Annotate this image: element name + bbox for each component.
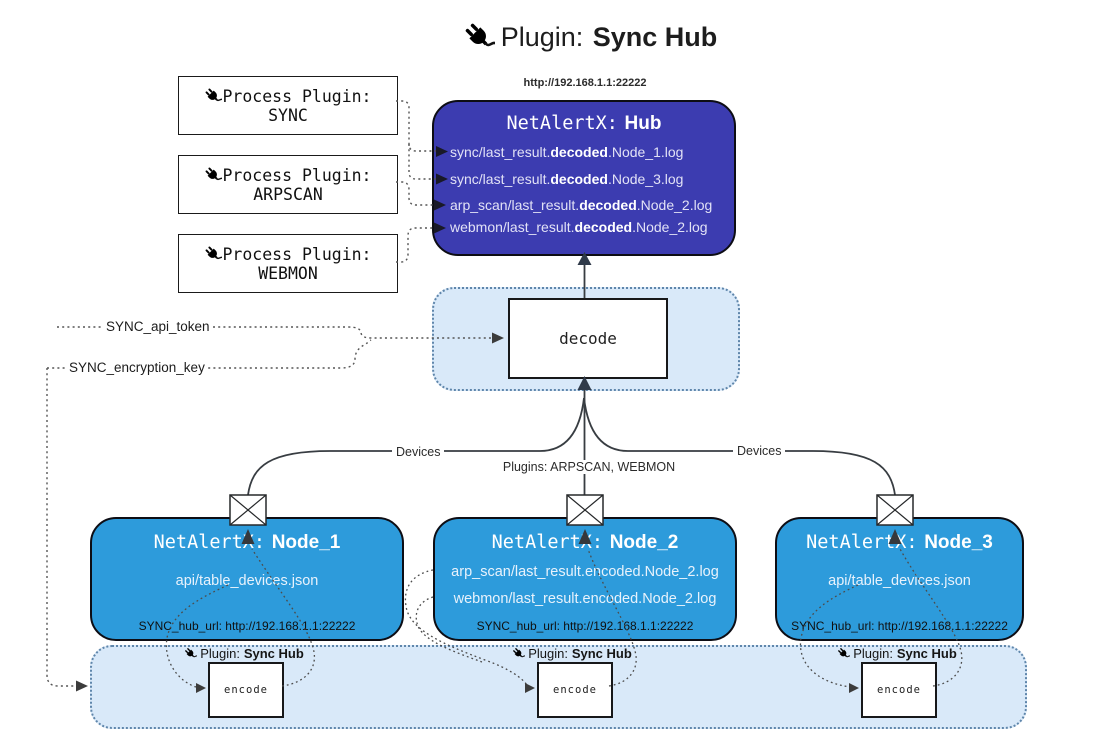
node-hub-url: SYNC_hub_url: http://192.168.1.1:22222	[476, 619, 694, 633]
devices-label-left: Devices	[392, 445, 445, 459]
node-title: NetAlertX:Node_1	[153, 532, 341, 553]
plugins-label-center: Plugins: ARPSCAN, WEBMON	[494, 460, 684, 474]
node-3-box: NetAlertX:Node_3 api/table_devices.json …	[775, 517, 1024, 641]
process-plugin-label: Process Plugin:	[222, 86, 372, 106]
node-file-line: arp_scan/last_result.encoded.Node_2.log	[451, 564, 719, 580]
process-plugin-label: Process Plugin:	[222, 244, 372, 264]
plug-icon	[204, 87, 222, 105]
title-prefix: Plugin:	[500, 21, 584, 52]
hub-title-mono: NetAlertX:	[506, 113, 618, 134]
process-plugin-sync: Process Plugin: SYNC	[178, 76, 398, 135]
node-hub-url: SYNC_hub_url: http://192.168.1.1:22222	[138, 619, 356, 633]
plug-icon	[512, 647, 525, 660]
hub-log-line: webmon/last_result.decoded.Node_2.log	[450, 219, 708, 235]
hub-title-bold: Hub	[624, 113, 662, 134]
hub-box: NetAlertX: Hub sync/last_result.decoded.N…	[432, 100, 736, 256]
edge-arpscan-to-hub	[396, 181, 434, 206]
encode-box-1: encode	[208, 662, 284, 718]
encode-box-3: encode	[861, 662, 937, 718]
process-plugin-webmon: Process Plugin: WEBMON	[178, 234, 398, 293]
plug-icon	[204, 245, 222, 263]
process-plugin-arpscan: Process Plugin: ARPSCAN	[178, 155, 398, 214]
arrow-into-strip	[76, 680, 88, 692]
node-1-box: NetAlertX:Node_1 api/table_devices.json …	[90, 517, 404, 641]
title-name: Sync Hub	[592, 21, 718, 52]
hub-log-line: arp_scan/last_result.decoded.Node_2.log	[450, 197, 713, 213]
page-title: Plugin: Sync Hub	[360, 14, 820, 60]
node-title: NetAlertX:Node_2	[491, 532, 679, 553]
process-plugin-name: SYNC	[268, 105, 308, 125]
node-hub-url: SYNC_hub_url: http://192.168.1.1:22222	[791, 619, 1008, 633]
hub-title: NetAlertX: Hub	[434, 113, 734, 135]
encode-box-2: encode	[537, 662, 613, 718]
devices-label-right: Devices	[733, 444, 786, 458]
plug-icon	[837, 647, 850, 660]
encoder-label-1: Plugin:Sync Hub	[154, 646, 334, 661]
decode-box: decode	[508, 298, 668, 379]
hub-url: http://192.168.1.1:22222	[523, 77, 647, 89]
node-file-line: webmon/last_result.encoded.Node_2.log	[453, 591, 717, 607]
edge-webmon-to-hub	[396, 227, 434, 263]
plug-icon	[184, 647, 197, 660]
plug-icon	[463, 21, 495, 53]
sync-api-token-label: SYNC_api_token	[103, 319, 213, 334]
hub-log-line: sync/last_result.decoded.Node_3.log	[450, 171, 684, 187]
hub-log-line: sync/last_result.decoded.Node_1.log	[450, 144, 684, 160]
process-plugin-label: Process Plugin:	[222, 165, 372, 185]
node-file-line: api/table_devices.json	[175, 573, 319, 589]
edge-key-to-strip	[46, 368, 75, 687]
node-file-line: api/table_devices.json	[828, 573, 971, 589]
encoder-label-3: Plugin:Sync Hub	[807, 646, 987, 661]
sync-encryption-key-label: SYNC_encryption_key	[66, 360, 208, 375]
process-plugin-name: ARPSCAN	[253, 184, 323, 204]
process-plugin-name: WEBMON	[258, 263, 318, 283]
edge-sync-to-hub-1	[396, 100, 436, 152]
node-2-box: NetAlertX:Node_2 arp_scan/last_result.en…	[433, 517, 737, 641]
plug-icon	[204, 166, 222, 184]
encoder-label-2: Plugin:Sync Hub	[482, 646, 662, 661]
node-title: NetAlertX:Node_3	[806, 532, 993, 553]
